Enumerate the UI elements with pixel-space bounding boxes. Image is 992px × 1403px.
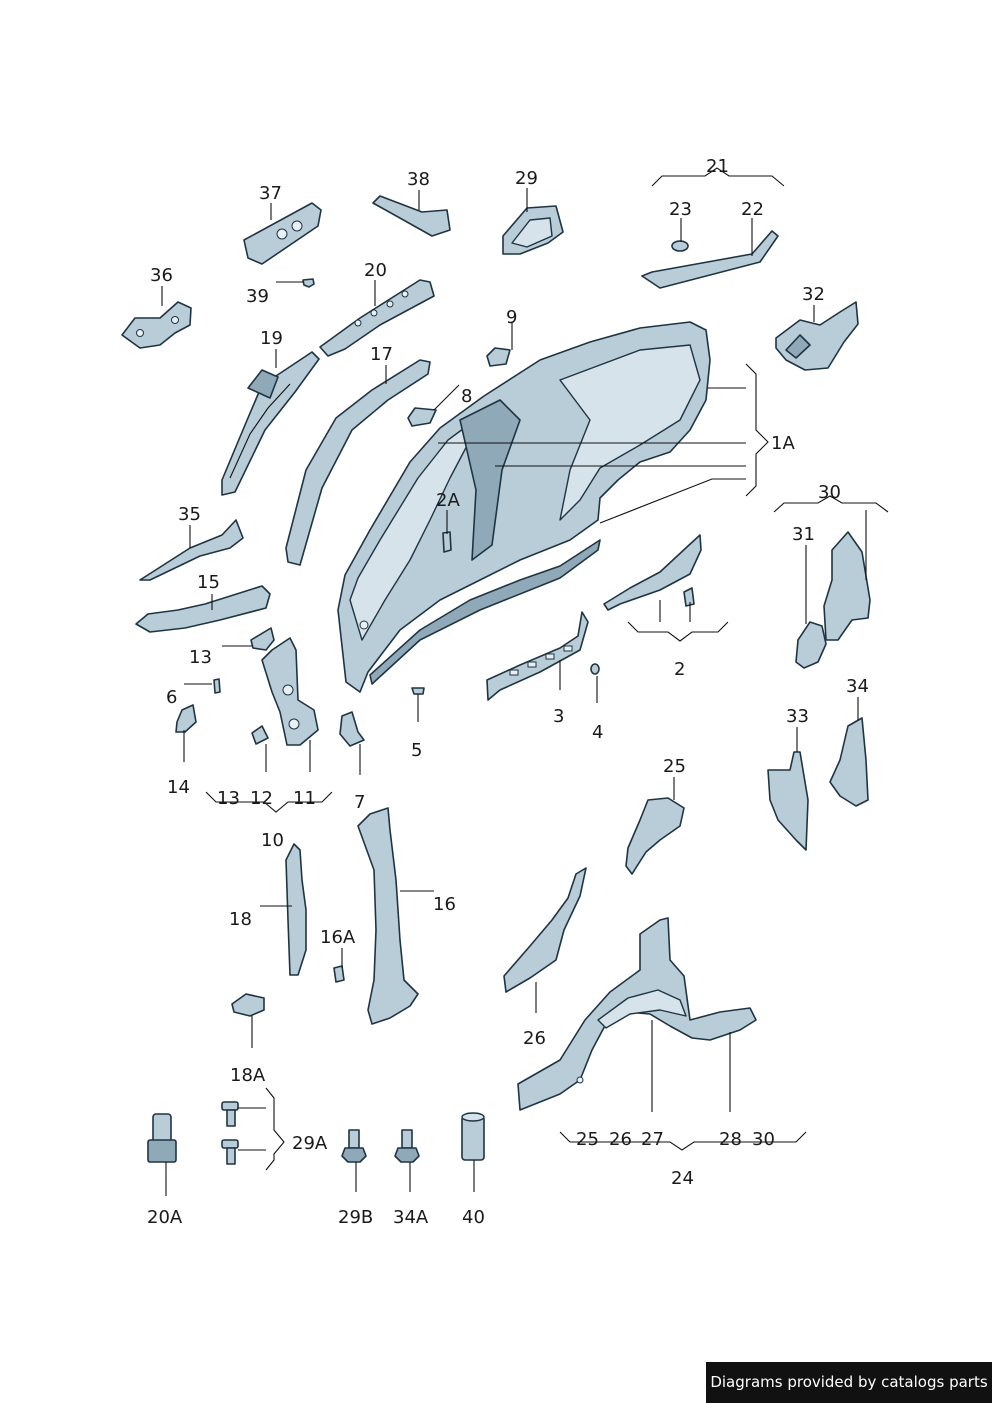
part-9-plate xyxy=(486,347,511,367)
label-7: 7 xyxy=(354,792,365,813)
label-32: 32 xyxy=(802,284,825,305)
part-37-bracket xyxy=(243,202,322,265)
part-8-bracket xyxy=(407,407,437,427)
label-3: 3 xyxy=(553,706,564,727)
label-1A: 1A xyxy=(771,433,795,454)
label-24: 24 xyxy=(671,1168,694,1189)
part-2-rear-sill xyxy=(603,534,702,611)
label-31: 31 xyxy=(792,524,815,545)
part-22-strip xyxy=(641,230,779,289)
credit-banner: Diagrams provided by catalogs parts xyxy=(706,1362,992,1403)
part-33-bracket xyxy=(767,751,809,851)
label-16A: 16A xyxy=(320,927,356,948)
label-37: 37 xyxy=(259,183,282,204)
label-35: 35 xyxy=(178,504,201,525)
label-14: 14 xyxy=(167,777,190,798)
label-2: 2 xyxy=(674,659,685,680)
part-1A-side-panel xyxy=(337,321,711,693)
part-34-bracket xyxy=(829,717,869,807)
label-20A: 20A xyxy=(147,1207,183,1228)
label-40: 40 xyxy=(462,1207,485,1228)
part-40-plug xyxy=(461,1112,485,1161)
label-12: 12 xyxy=(250,788,273,809)
part-18A-block xyxy=(231,993,265,1017)
part-29A-screws xyxy=(221,1101,239,1165)
label-21: 21 xyxy=(706,156,729,177)
part-4-plug xyxy=(590,663,600,675)
label-18A: 18A xyxy=(230,1065,266,1086)
label-29A: 29A xyxy=(292,1133,328,1154)
part-14-bracket xyxy=(175,704,197,733)
part-number-labels: 21 23 22 37 38 29 36 39 20 19 17 9 32 8 … xyxy=(147,156,869,1228)
label-22: 22 xyxy=(741,199,764,220)
label-23: 23 xyxy=(669,199,692,220)
part-36-bracket xyxy=(121,301,192,349)
part-5-bolt xyxy=(411,687,425,695)
part-24-wheelarch xyxy=(517,917,757,1111)
label-28: 28 xyxy=(719,1129,742,1150)
part-30-panel xyxy=(823,531,871,641)
label-26: 26 xyxy=(523,1028,546,1049)
part-26-reinforcement xyxy=(503,867,587,993)
label-25-group: 25 xyxy=(576,1129,599,1150)
part-38-plate xyxy=(372,195,451,237)
label-27: 27 xyxy=(641,1129,664,1150)
label-17: 17 xyxy=(370,344,393,365)
part-23-grommet xyxy=(671,240,689,252)
part-16A-clip xyxy=(333,965,345,983)
label-25: 25 xyxy=(663,756,686,777)
label-6: 6 xyxy=(166,687,177,708)
part-34A-bolt xyxy=(394,1129,420,1163)
part-11-pillar-base xyxy=(261,637,319,746)
part-35-trim xyxy=(139,519,244,581)
part-15-sill xyxy=(135,585,271,633)
label-11: 11 xyxy=(293,788,316,809)
label-39: 39 xyxy=(246,286,269,307)
label-16: 16 xyxy=(433,894,456,915)
label-30-group: 30 xyxy=(752,1129,775,1150)
label-36: 36 xyxy=(150,265,173,286)
part-29-pocket xyxy=(502,205,564,255)
part-17-pillar xyxy=(285,359,431,566)
label-13: 13 xyxy=(189,647,212,668)
part-25-bracket xyxy=(625,797,685,875)
part-2A-clip xyxy=(442,531,452,553)
label-2A: 2A xyxy=(436,490,460,511)
part-18-foam-strip xyxy=(285,843,307,976)
label-34A: 34A xyxy=(393,1207,429,1228)
label-8: 8 xyxy=(461,386,472,407)
label-18: 18 xyxy=(229,909,252,930)
part-32-bracket xyxy=(775,301,859,371)
label-38: 38 xyxy=(407,169,430,190)
part-20-roof-rail xyxy=(319,279,435,357)
label-34: 34 xyxy=(846,676,869,697)
label-19: 19 xyxy=(260,328,283,349)
part-39-screw xyxy=(302,278,315,288)
part-16-b-pillar xyxy=(357,807,419,1025)
part-13-plate xyxy=(250,627,275,651)
label-9: 9 xyxy=(506,307,517,328)
label-4: 4 xyxy=(592,722,603,743)
part-7-bracket xyxy=(339,711,365,747)
label-29B: 29B xyxy=(338,1207,373,1228)
label-29: 29 xyxy=(515,168,538,189)
label-15: 15 xyxy=(197,572,220,593)
label-13-group: 13 xyxy=(217,788,240,809)
part-19-reinforcement xyxy=(221,351,320,496)
label-5: 5 xyxy=(411,740,422,761)
part-31-bracket xyxy=(795,621,827,669)
part-20A-nut xyxy=(147,1113,177,1163)
label-10: 10 xyxy=(261,830,284,851)
part-29B-bolt xyxy=(341,1129,367,1163)
leader-lines xyxy=(161,167,889,1196)
label-26-group: 26 xyxy=(609,1129,632,1150)
label-20: 20 xyxy=(364,260,387,281)
label-30: 30 xyxy=(818,482,841,503)
part-3-sill-strip xyxy=(486,611,589,701)
part-12-clip xyxy=(251,725,269,745)
part-6-clip xyxy=(213,678,221,694)
label-33: 33 xyxy=(786,706,809,727)
